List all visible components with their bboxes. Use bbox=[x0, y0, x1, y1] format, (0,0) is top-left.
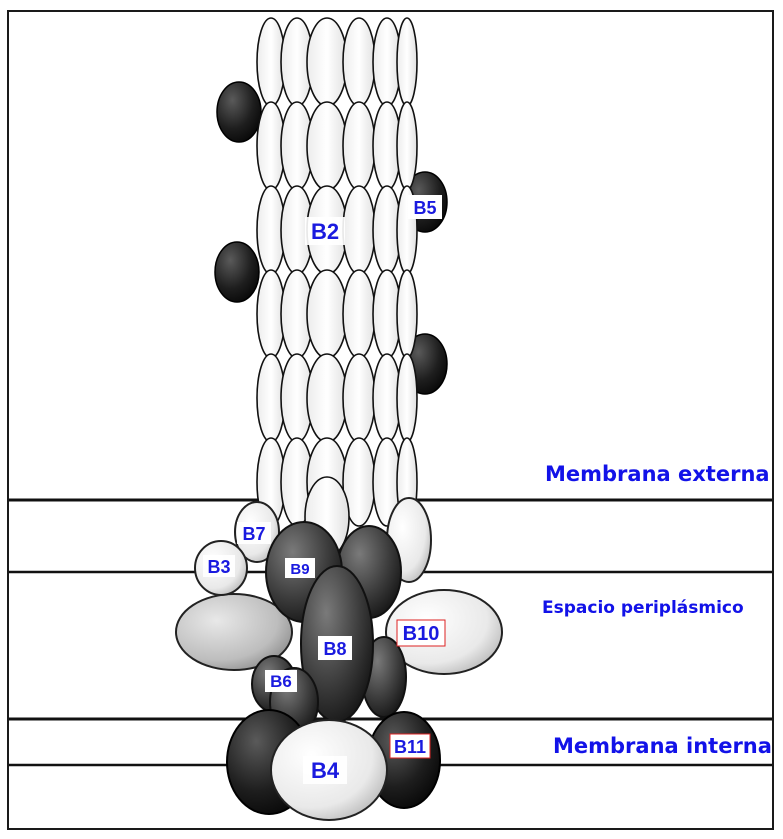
pilus-subunit bbox=[307, 102, 347, 190]
label-b11: B11 bbox=[394, 737, 426, 757]
label-b8: B8 bbox=[323, 639, 346, 659]
pilus-subunit bbox=[307, 354, 347, 442]
pilus-subunit bbox=[397, 18, 417, 106]
label-b2: B2 bbox=[311, 219, 339, 244]
label-b5: B5 bbox=[413, 198, 436, 218]
membrana-externa-label: Membrana externa bbox=[545, 462, 770, 486]
diagram-frame: B2 B5 B7 B3 B9 B10 B8 B6 B11 B4 Membrana… bbox=[7, 10, 774, 830]
pilus-subunit bbox=[397, 354, 417, 442]
label-b9: B9 bbox=[290, 561, 309, 578]
label-b4: B4 bbox=[311, 758, 340, 783]
pilus-subunit bbox=[343, 18, 375, 106]
pilus-subunit bbox=[343, 270, 375, 358]
secretion-system-diagram: B2 B5 B7 B3 B9 B10 B8 B6 B11 B4 Membrana… bbox=[9, 12, 774, 830]
pilus-subunit bbox=[343, 186, 375, 274]
pilus-subunit bbox=[397, 102, 417, 190]
pilus-subunit bbox=[397, 270, 417, 358]
label-b10: B10 bbox=[403, 623, 440, 645]
b2-pilus bbox=[257, 18, 417, 557]
pilus-subunit bbox=[343, 354, 375, 442]
membrana-interna-label: Membrana interna bbox=[553, 734, 772, 758]
pilus-subunit bbox=[307, 270, 347, 358]
label-b7: B7 bbox=[242, 524, 265, 544]
pilus-subunit bbox=[343, 102, 375, 190]
pilus-subunit bbox=[307, 18, 347, 106]
espacio-periplasmico-label: Espacio periplásmico bbox=[542, 598, 744, 618]
label-b6: B6 bbox=[270, 672, 292, 691]
label-b3: B3 bbox=[207, 557, 230, 577]
